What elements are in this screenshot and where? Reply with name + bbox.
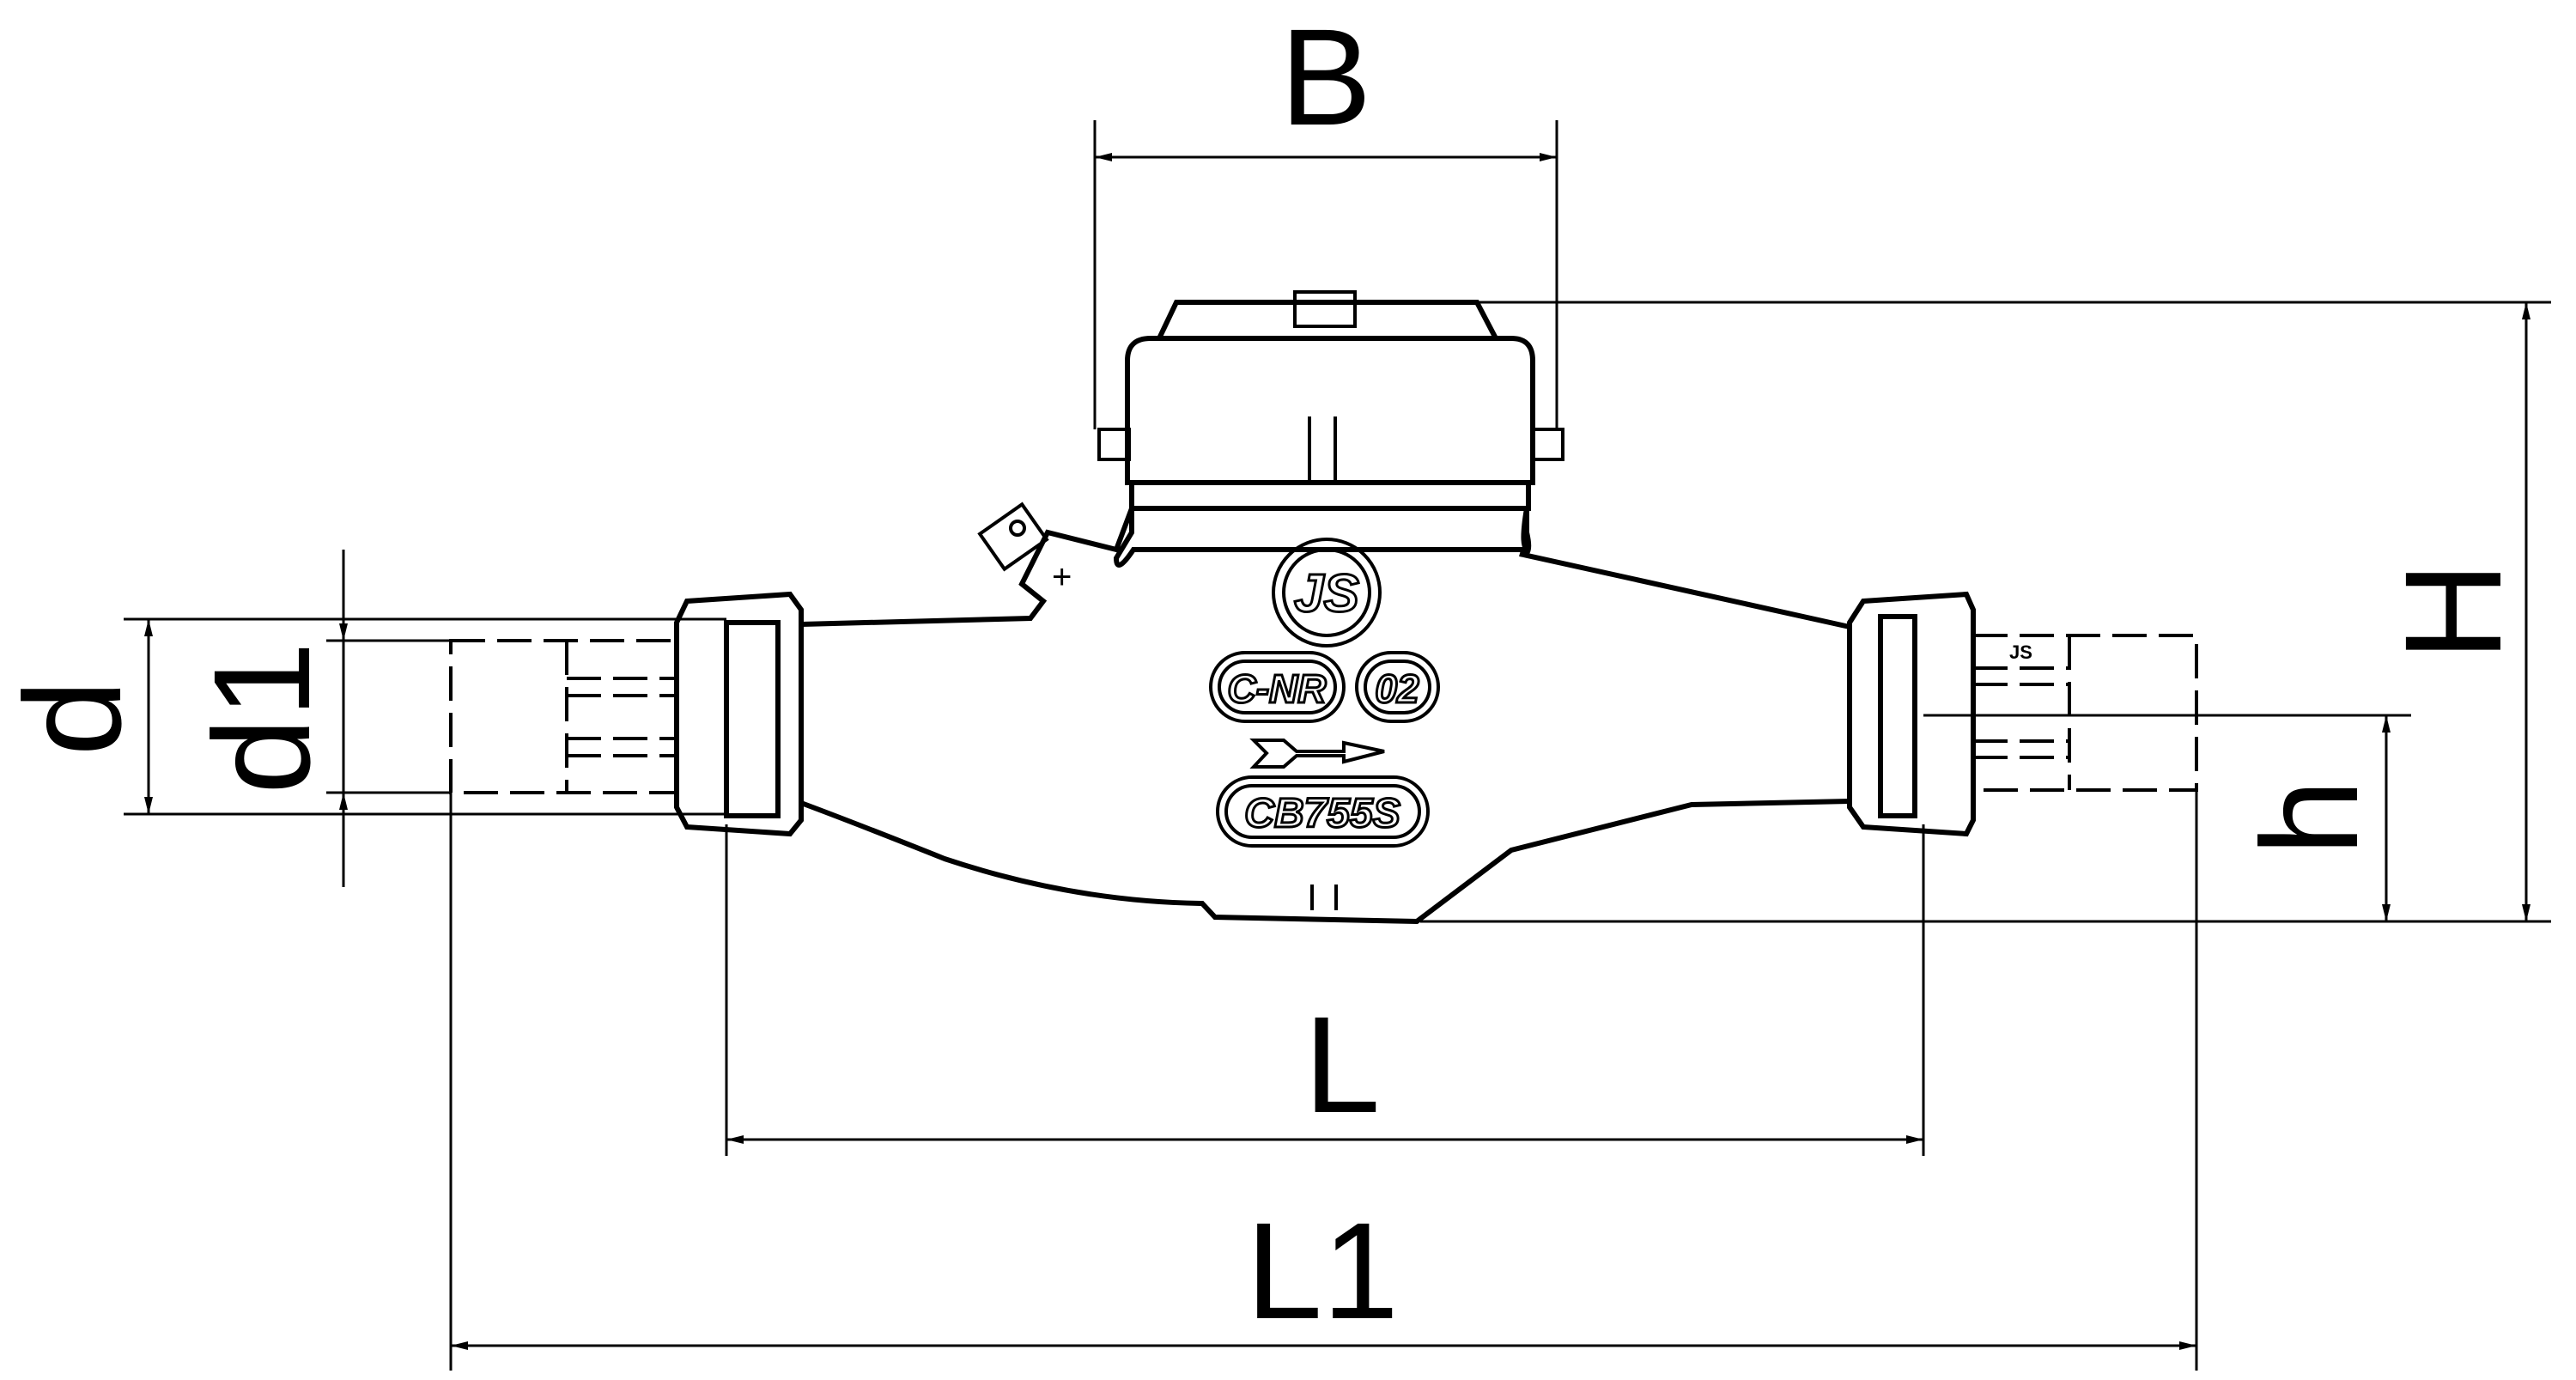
pipe-mark-text: JS: [2009, 641, 2032, 663]
code-badge: [1355, 651, 1440, 723]
plus-mark: +: [1052, 558, 1072, 596]
code-text: 02: [1375, 666, 1419, 711]
dimension-L1: L1: [449, 790, 2198, 1371]
model-badge: [1216, 775, 1430, 848]
label-H: H: [2376, 562, 2530, 661]
model-text: CB755S: [1244, 791, 1400, 836]
label-d: d: [0, 680, 149, 757]
left-pipe: [449, 639, 678, 794]
label-B: B: [1280, 0, 1372, 154]
js-logo: [1272, 538, 1382, 647]
dimension-d1: d1: [185, 550, 451, 887]
meter-body: + JS C-NR 02 CB755S: [449, 290, 2198, 925]
dimension-h: h: [1923, 714, 2411, 921]
markings: JS C-NR 02 CB755S: [1209, 538, 1440, 848]
logo-text: JS: [1294, 564, 1359, 623]
dimension-d: d: [0, 617, 726, 816]
lid-hinge: [1293, 290, 1357, 328]
body-upper-outline: [800, 507, 1850, 629]
class-text: C-NR: [1228, 666, 1327, 711]
left-union: [449, 591, 804, 837]
right-union: JS: [1847, 591, 2198, 837]
cover-clip-right: [1531, 428, 1564, 461]
flow-arrow-icon: [1249, 739, 1385, 769]
dimension-H: H: [1420, 301, 2551, 923]
body-lower-outline: [799, 799, 1850, 925]
register-lid: [1155, 300, 1500, 341]
test-plug: +: [977, 502, 1072, 596]
register-ring: [1129, 480, 1531, 511]
dimension-L: L: [725, 824, 1925, 1156]
class-badge: [1209, 651, 1346, 723]
register-cover: [1125, 336, 1535, 485]
label-L1: L1: [1246, 1194, 1399, 1347]
label-d1: d1: [185, 641, 338, 794]
cover-clip-left: [1097, 428, 1131, 461]
dimension-B: B: [1093, 0, 1558, 429]
right-pipe: [1971, 634, 2198, 792]
label-h: h: [2233, 780, 2386, 856]
label-L: L: [1304, 988, 1381, 1141]
